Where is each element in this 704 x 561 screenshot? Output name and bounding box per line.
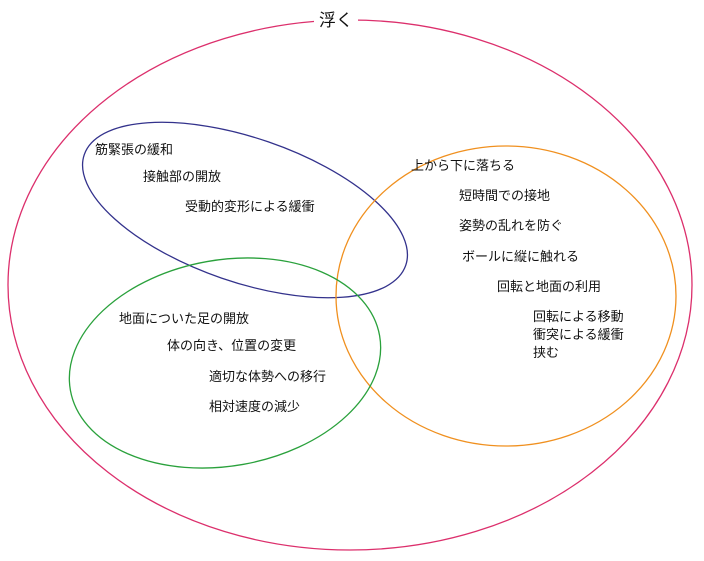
orange-item-rotation-movement: 回転による移動	[533, 310, 624, 325]
orange-item-fall-down: 上から下に落ちる	[411, 159, 516, 174]
orange-ellipse	[335, 145, 677, 447]
green-ellipse	[68, 257, 382, 469]
orange-item-rotation-ground-use: 回転と地面の利用	[497, 280, 602, 295]
orange-item-short-contact: 短時間での接地	[459, 189, 551, 204]
diagram-title: 浮く	[314, 11, 358, 31]
blue-item-contact-release: 接触部の開放	[143, 170, 222, 185]
green-item-release-grounded-foot: 地面についた足の開放	[119, 312, 250, 327]
green-item-reduce-relative-speed: 相対速度の減少	[209, 400, 301, 415]
blue-item-muscle-tension-relief: 筋緊張の緩和	[95, 143, 174, 158]
orange-item-pinch: 挟む	[533, 346, 560, 361]
orange-item-vertical-ball-contact: ボールに縦に触れる	[462, 250, 580, 265]
green-item-change-orientation: 体の向き、位置の変更	[167, 339, 297, 354]
blue-ellipse	[81, 121, 409, 299]
green-item-transition-posture: 適切な体勢への移行	[209, 370, 327, 385]
orange-item-collision-buffer: 衝突による緩衝	[533, 328, 624, 343]
orange-item-prevent-posture-loss: 姿勢の乱れを防ぐ	[459, 219, 564, 234]
blue-item-passive-deformation: 受動的変形による緩衝	[185, 200, 315, 215]
